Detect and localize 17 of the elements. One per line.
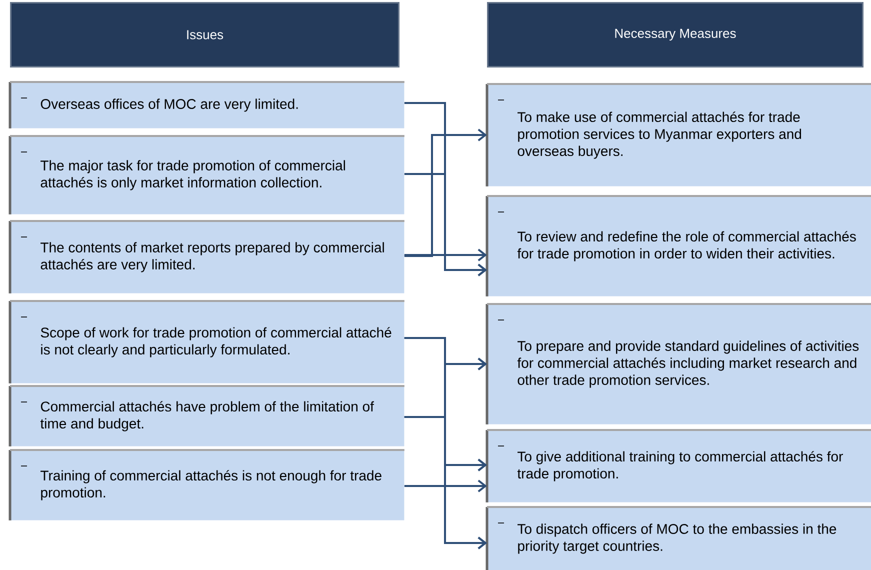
item-box: Scope of work for trade promotion of commercial attaché is not clearly and particularly formulated. <box>8 300 404 384</box>
arrow <box>404 128 487 257</box>
item-box: The contents of market reports prepared by commercial attachés are very limited. <box>8 220 404 294</box>
header-box: Necessary Measures <box>487 2 864 68</box>
arrow <box>404 248 487 262</box>
arrow <box>404 480 487 492</box>
item-box: The major task for trade promotion of commercial attachés is only market information collection. <box>8 135 404 214</box>
item-box: To dispatch officers of MOC to the embassies in the priority target countries. <box>486 506 871 570</box>
item-box: Training of commercial attachés is not enough for trade promotion. <box>8 449 404 520</box>
item-box: Commercial attachés have problem of the limitation of time and budget. <box>8 385 404 446</box>
item-box: To review and redefine the role of commercial attachés for trade promotion in order to widen their activities. <box>486 195 871 296</box>
item-box: To prepare and provide standard guidelines of activities for commercial attachés including market research and other trade promotion services. <box>486 303 871 424</box>
header-box: Issues <box>10 2 400 68</box>
item-box: To give additional training to commercial attachés for trade promotion. <box>486 429 871 502</box>
arrow <box>404 173 487 276</box>
item-box: Overseas offices of MOC are very limited. <box>8 81 404 128</box>
item-box: To make use of commercial attachés for trade promotion services to Myanmar exporters and overseas buyers. <box>486 83 871 186</box>
